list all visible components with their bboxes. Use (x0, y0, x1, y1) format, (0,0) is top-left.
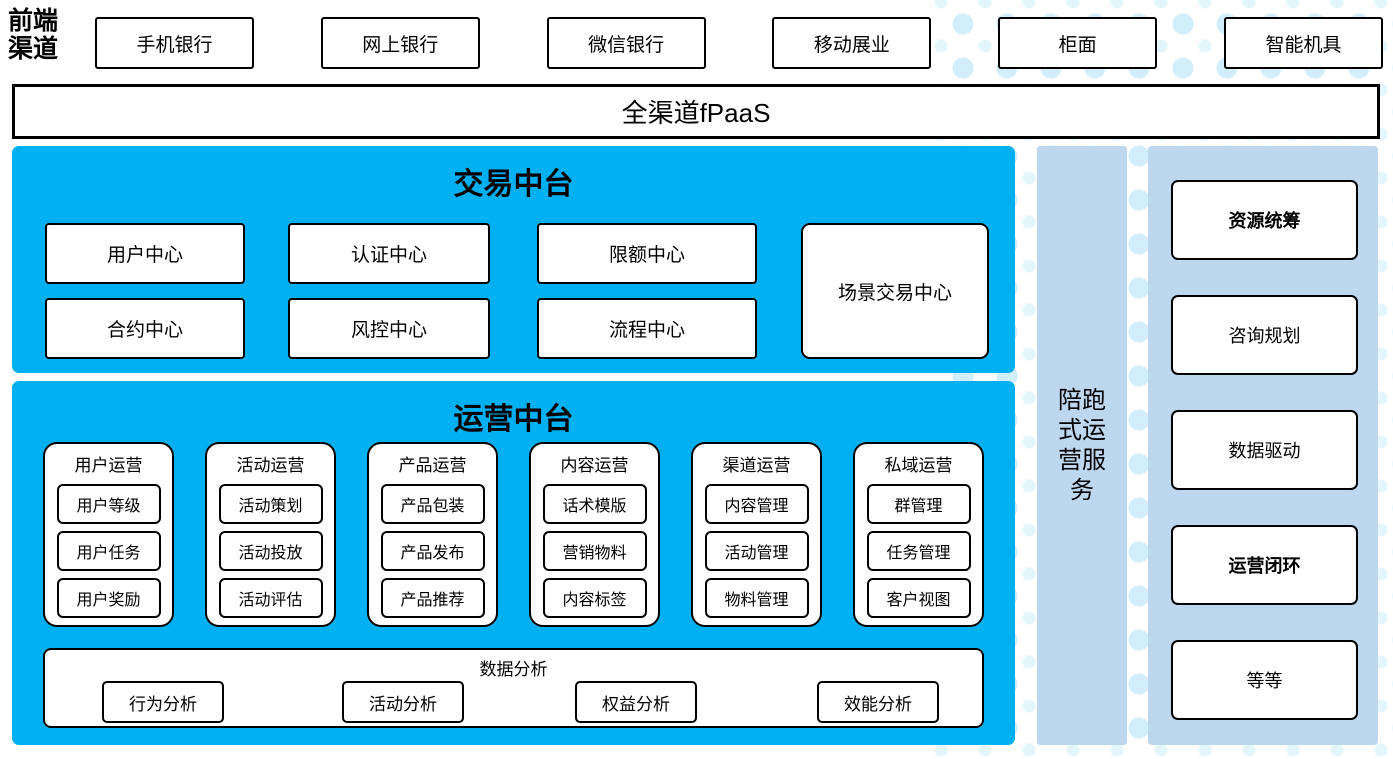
group-items: 群管理 任务管理 客户视图 (866, 484, 971, 618)
group-item-box: 用户奖励 (56, 578, 161, 618)
service-box: 咨询规划 (1171, 295, 1358, 375)
center-box: 用户中心 (45, 223, 245, 284)
group-items: 话术模版 营销物料 内容标签 (542, 484, 647, 618)
channel-label: 柜面 (1058, 34, 1097, 56)
service-box: 资源统筹 (1171, 180, 1358, 260)
group-card: 活动运营 活动策划 活动投放 活动评估 (205, 442, 336, 627)
data-analysis-title: 数据分析 (479, 660, 548, 679)
service-box: 等等 (1171, 640, 1358, 720)
group-items: 内容管理 活动管理 物料管理 (704, 484, 809, 618)
channel-label: 手机银行 (136, 34, 213, 56)
service-box: 数据驱动 (1171, 410, 1358, 490)
analysis-box: 效能分析 (817, 681, 939, 723)
group-card: 渠道运营 内容管理 活动管理 物料管理 (691, 442, 822, 627)
channel-label: 移动展业 (813, 34, 890, 56)
group-card: 用户运营 用户等级 用户任务 用户奖励 (43, 442, 174, 627)
operation-groups-row: 用户运营 用户等级 用户任务 用户奖励 活动运营 活动策划 活动投放 活动评估 … (43, 442, 984, 627)
companion-service-panel: 资源统筹 咨询规划 数据驱动 运营闭环 等等 (1148, 146, 1378, 745)
channel-label: 网上银行 (362, 34, 439, 56)
group-title: 产品运营 (398, 456, 467, 475)
group-title: 私域运营 (884, 456, 953, 475)
operation-platform-panel: 运营中台 用户运营 用户等级 用户任务 用户奖励 活动运营 活动策划 活动投放 … (12, 381, 1015, 745)
group-title: 渠道运营 (722, 456, 791, 475)
group-item-box: 客户视图 (866, 578, 971, 618)
group-item-box: 物料管理 (704, 578, 809, 618)
group-item-box: 活动评估 (218, 578, 323, 618)
transaction-platform-panel: 交易中台 用户中心 认证中心 限额中心 合约中心 风控中心 流程中心 场景交易中… (12, 146, 1015, 373)
group-card: 内容运营 话术模版 营销物料 内容标签 (529, 442, 660, 627)
group-item-box: 活动投放 (218, 531, 323, 571)
group-item-box: 群管理 (866, 484, 971, 524)
center-box: 限额中心 (537, 223, 757, 284)
group-card: 产品运营 产品包装 产品发布 产品推荐 (367, 442, 498, 627)
group-items: 产品包装 产品发布 产品推荐 (380, 484, 485, 618)
service-box: 运营闭环 (1171, 525, 1358, 605)
group-item-box: 活动管理 (704, 531, 809, 571)
front-channels-label: 前端渠道 (8, 6, 59, 63)
channel-box: 手机银行 (95, 17, 254, 69)
group-item-box: 内容管理 (704, 484, 809, 524)
center-box: 流程中心 (537, 298, 757, 359)
center-box: 认证中心 (288, 223, 490, 284)
group-title: 内容运营 (560, 456, 629, 475)
group-item-box: 产品推荐 (380, 578, 485, 618)
group-items: 用户等级 用户任务 用户奖励 (56, 484, 161, 618)
channel-box: 微信银行 (546, 17, 706, 69)
group-item-box: 营销物料 (542, 531, 647, 571)
fpaas-label: 全渠道fPaaS (621, 98, 771, 128)
companion-service-bar: 陪跑式运营服务 (1037, 146, 1127, 745)
companion-service-bar-label: 陪跑式运营服务 (1058, 386, 1106, 504)
group-items: 活动策划 活动投放 活动评估 (218, 484, 323, 618)
group-item-box: 话术模版 (542, 484, 647, 524)
analysis-box: 权益分析 (575, 681, 697, 723)
transaction-platform-title: 交易中台 (453, 167, 574, 202)
channel-box: 网上银行 (320, 17, 480, 69)
analysis-box: 活动分析 (342, 681, 464, 723)
center-box: 合约中心 (45, 298, 245, 359)
group-item-box: 内容标签 (542, 578, 647, 618)
channel-box: 智能机具 (1223, 17, 1383, 69)
channel-label: 微信银行 (588, 34, 665, 56)
fpaas-bar: 全渠道fPaaS (12, 84, 1380, 139)
group-title: 用户运营 (74, 456, 143, 475)
group-item-box: 用户等级 (56, 484, 161, 524)
group-item-box: 产品包装 (380, 484, 485, 524)
channel-label: 智能机具 (1265, 34, 1342, 56)
front-channels-row: 手机银行 网上银行 微信银行 移动展业 柜面 智能机具 (95, 17, 1383, 69)
group-title: 活动运营 (236, 456, 305, 475)
group-card: 私域运营 群管理 任务管理 客户视图 (853, 442, 984, 627)
group-item-box: 任务管理 (866, 531, 971, 571)
operation-platform-title: 运营中台 (453, 402, 574, 437)
channel-box: 柜面 (998, 17, 1158, 69)
group-item-box: 活动策划 (218, 484, 323, 524)
group-item-box: 用户任务 (56, 531, 161, 571)
scenario-transaction-center-box: 场景交易中心 (801, 223, 989, 359)
group-item-box: 产品发布 (380, 531, 485, 571)
center-box: 风控中心 (288, 298, 490, 359)
analysis-box: 行为分析 (102, 681, 224, 723)
data-analysis-strip: 数据分析 行为分析 活动分析 权益分析 效能分析 (43, 648, 984, 728)
channel-box: 移动展业 (772, 17, 932, 69)
